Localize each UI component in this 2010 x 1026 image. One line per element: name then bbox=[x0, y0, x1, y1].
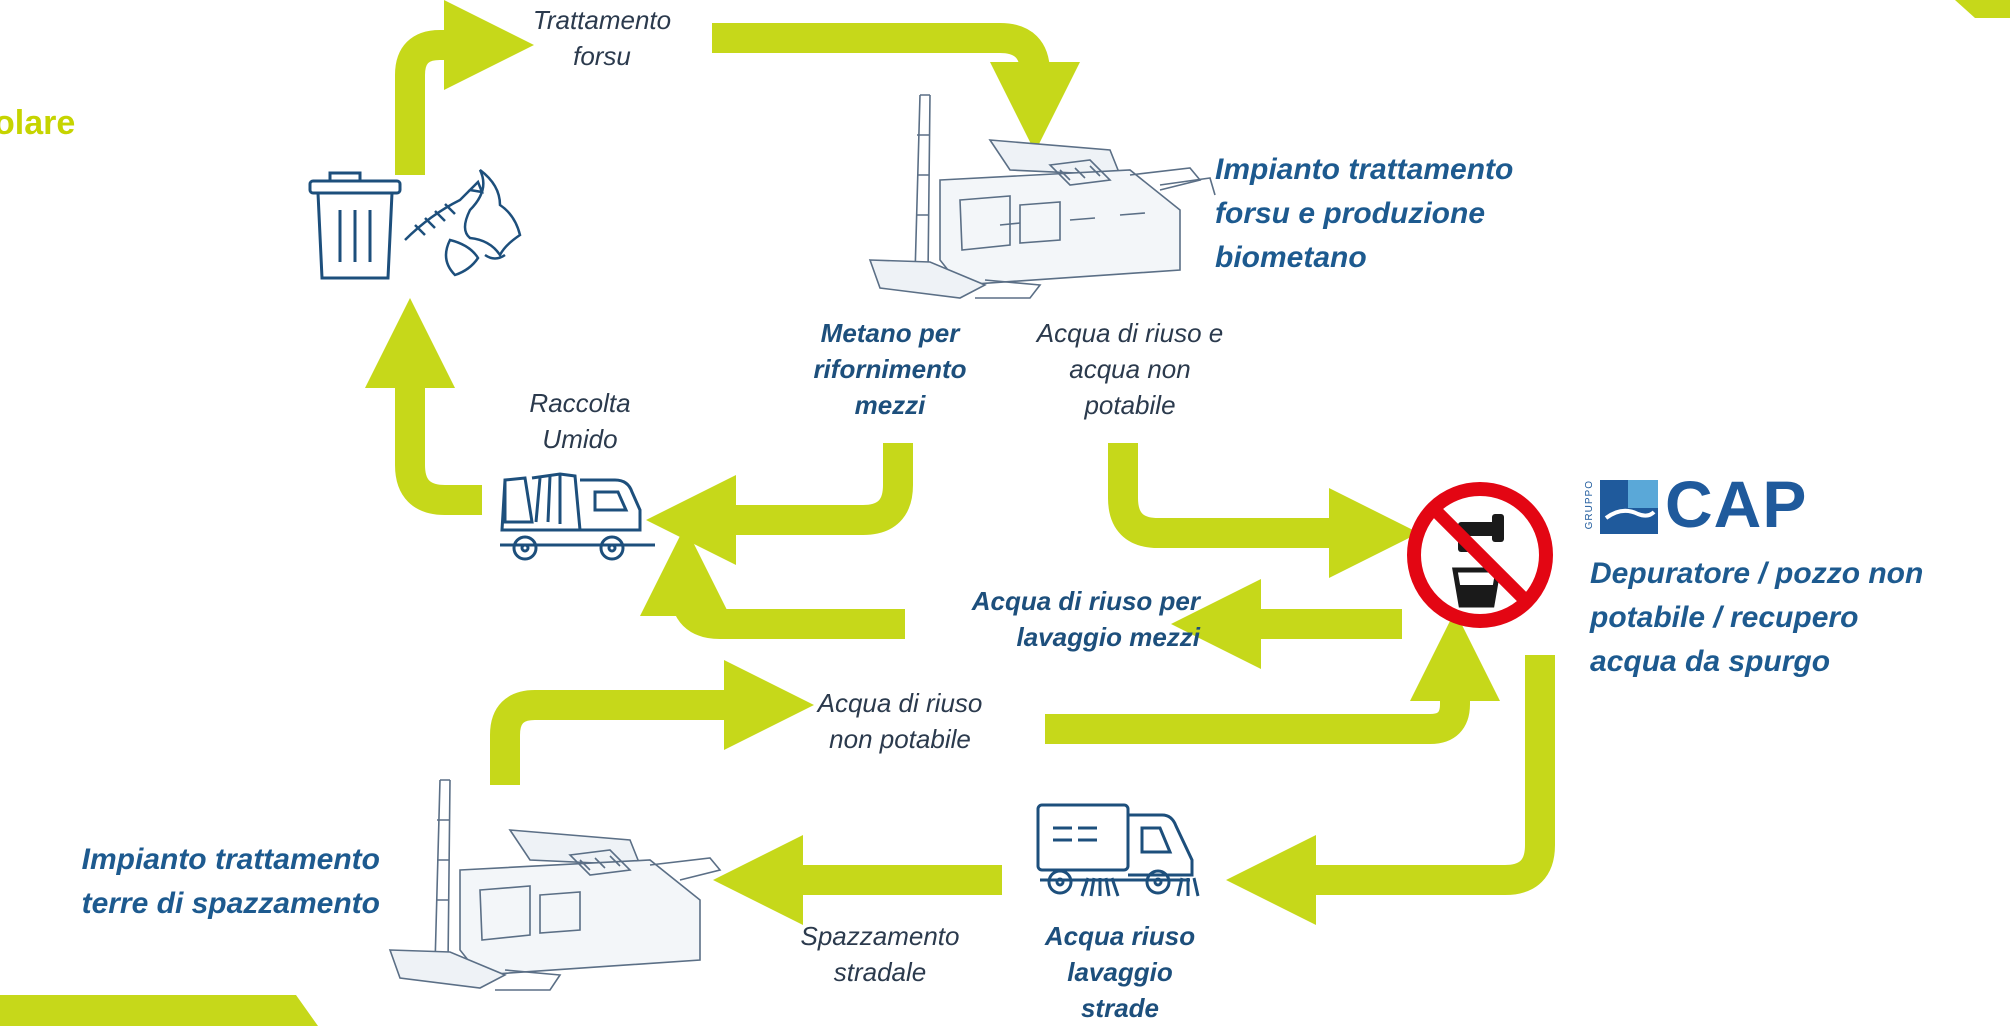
treatment-plant-sketch-bottom bbox=[388, 779, 722, 991]
cap-logo-mark bbox=[1600, 480, 1658, 534]
arrow-forsu-to-plant bbox=[712, 23, 1080, 152]
label-acqua-riuso-non-potabile-top: Acqua di riuso e acqua non potabile bbox=[1036, 318, 1224, 420]
cap-group-label: GRUPPO bbox=[1584, 480, 1595, 530]
header-fragment: olare bbox=[0, 104, 76, 142]
label-trattamento-forsu: Trattamento forsu bbox=[532, 5, 672, 71]
label-depuratore: Depuratore / pozzo non potabile / recupe… bbox=[1590, 557, 1924, 678]
corner-bar-bottom-left bbox=[0, 995, 318, 1026]
arrow-depuratore-to-sweeper bbox=[1226, 655, 1555, 925]
street-sweeper-icon bbox=[1036, 803, 1200, 897]
non-potable-water-icon bbox=[1407, 482, 1553, 628]
trash-bin-icon bbox=[308, 171, 402, 280]
label-metano: Metano per rifornimento mezzi bbox=[813, 318, 967, 420]
garbage-truck-icon bbox=[500, 472, 655, 561]
label-acqua-riuso-np: Acqua di riuso non potabile bbox=[817, 688, 983, 754]
arrow-plant-to-depuratore bbox=[1108, 443, 1419, 578]
label-impianto-forsu: Impianto trattamento forsu e produzione … bbox=[1215, 153, 1514, 274]
label-raccolta-umido: Raccolta Umido bbox=[529, 388, 631, 454]
label-spazzamento: Spazzamento stradale bbox=[800, 921, 960, 987]
arrow-acqua-to-depuratore bbox=[1045, 611, 1500, 744]
arrow-lavaggio-to-truck bbox=[640, 526, 905, 639]
organic-waste-icon bbox=[404, 169, 522, 277]
arrow-metano-to-truck bbox=[646, 443, 913, 565]
arrow-plant2-to-acqua bbox=[490, 660, 814, 785]
arrow-truck-to-trash bbox=[365, 298, 482, 515]
treatment-plant-sketch-top bbox=[868, 94, 1216, 299]
arrow-trash-to-forsu bbox=[395, 0, 534, 175]
corner-bar-top-right bbox=[1955, 0, 2010, 18]
label-acqua-lavaggio-strade: Acqua riuso lavaggio strade bbox=[1044, 921, 1196, 1023]
label-impianto-terre: Impianto trattamento terre di spazzament… bbox=[81, 843, 380, 920]
label-acqua-lavaggio-mezzi: Acqua di riuso per lavaggio mezzi bbox=[971, 586, 1200, 652]
cap-logo-text: CAP bbox=[1665, 467, 1808, 541]
